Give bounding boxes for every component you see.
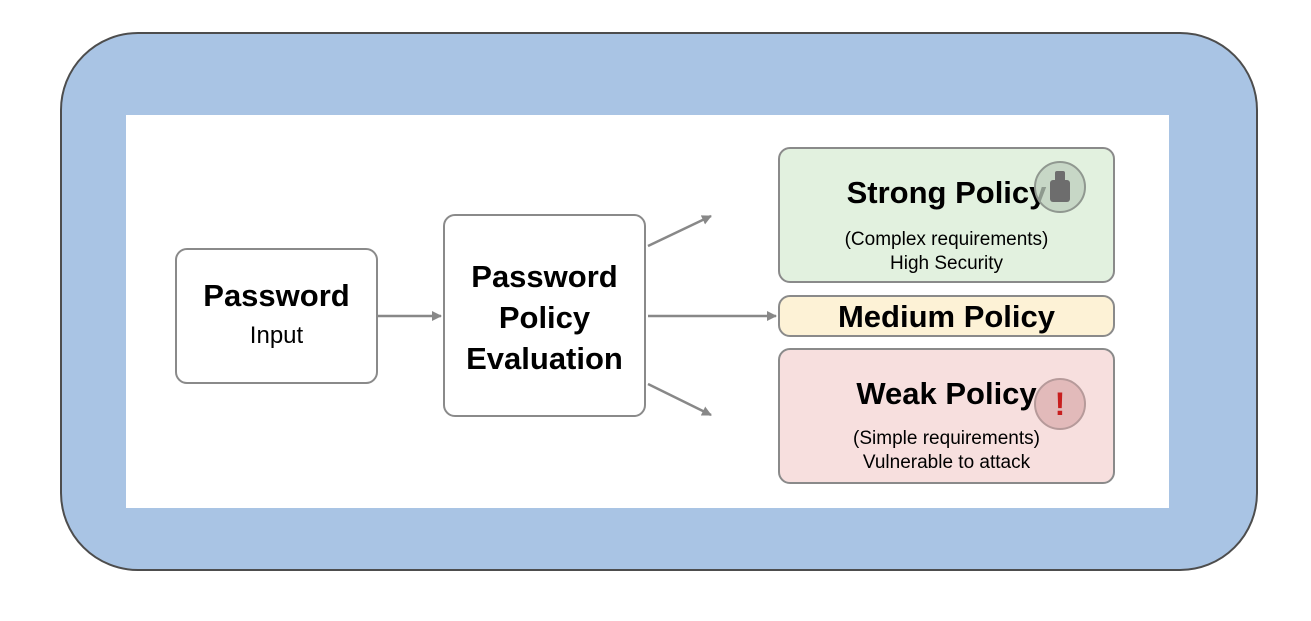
medium-policy-title: Medium Policy bbox=[837, 299, 1056, 334]
strong-policy-detail: (Complex requirements) bbox=[844, 229, 1049, 250]
password-input-box: Password Input bbox=[175, 248, 378, 384]
evaluation-line-3: Evaluation bbox=[466, 341, 623, 376]
weak-policy-title: Weak Policy bbox=[856, 376, 1037, 411]
weak-policy-detail: (Simple requirements) bbox=[853, 428, 1040, 449]
strong-policy-note: High Security bbox=[890, 253, 1003, 274]
arrow-to-weak bbox=[647, 382, 712, 417]
strong-policy-title: Strong Policy bbox=[846, 175, 1047, 210]
arrow-to-strong bbox=[647, 214, 712, 248]
warning-glyph: ! bbox=[1054, 386, 1066, 422]
lock-icon bbox=[1034, 161, 1086, 213]
input-box-title: Password bbox=[203, 278, 350, 313]
warning-icon: ! bbox=[1034, 378, 1086, 430]
weak-policy-note: Vulnerable to attack bbox=[862, 452, 1031, 473]
medium-policy-box: Medium Policy bbox=[778, 295, 1115, 337]
evaluation-line-2: Policy bbox=[498, 300, 591, 335]
policy-evaluation-box: Password Policy Evaluation bbox=[443, 214, 646, 417]
input-box-subtitle: Input bbox=[249, 322, 304, 349]
evaluation-line-1: Password bbox=[471, 259, 618, 294]
